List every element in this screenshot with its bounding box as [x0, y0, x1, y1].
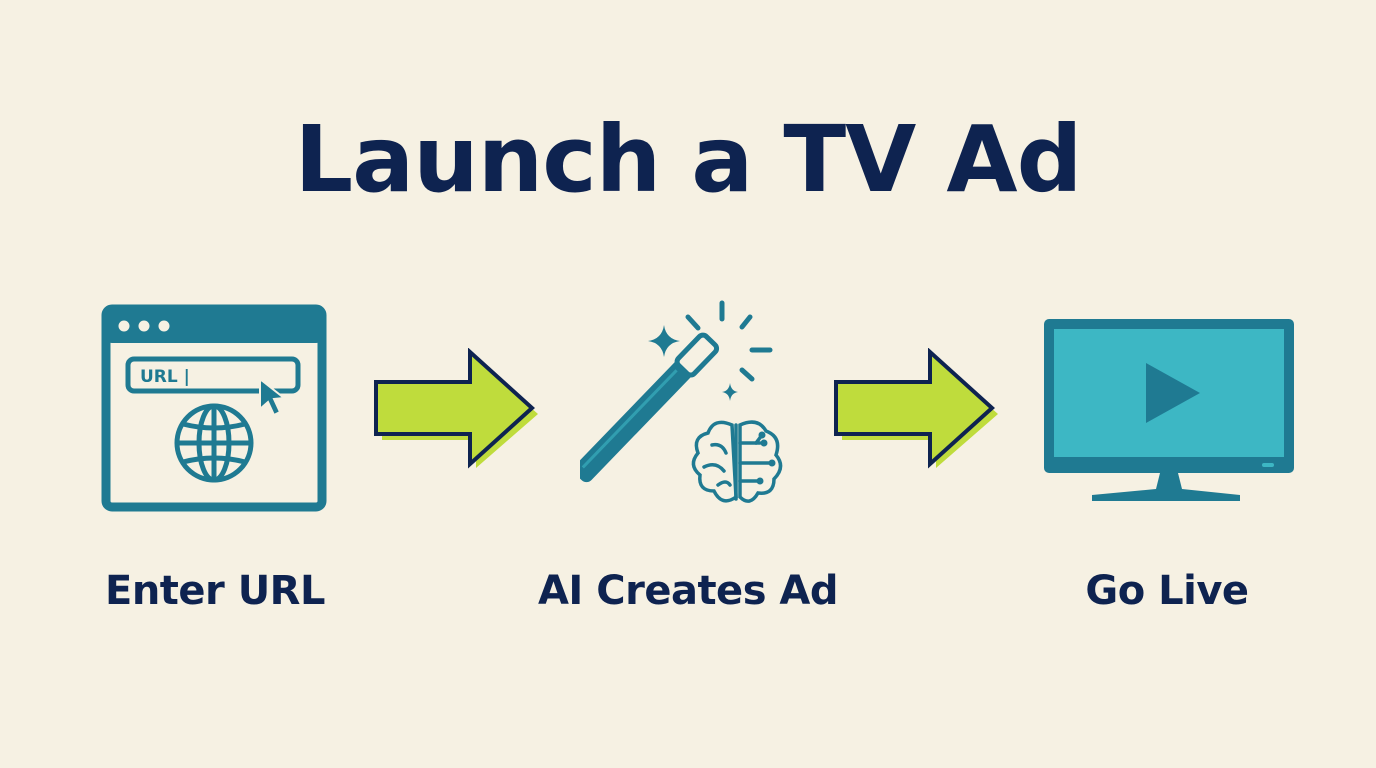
tv-play-icon [1044, 319, 1294, 501]
step-label-enter-url: Enter URL [105, 568, 325, 614]
right-arrow-icon [834, 348, 998, 469]
browser-url-icon: URL | [101, 304, 327, 512]
url-field-text: URL | [140, 367, 190, 387]
right-arrow-icon [374, 348, 538, 469]
step-label-ai-creates-ad: AI Creates Ad [537, 568, 839, 614]
step-label-go-live: Go Live [1085, 568, 1249, 614]
diagram-title: Launch a TV Ad [294, 106, 1083, 213]
magic-wand-brain-icon [580, 300, 783, 503]
